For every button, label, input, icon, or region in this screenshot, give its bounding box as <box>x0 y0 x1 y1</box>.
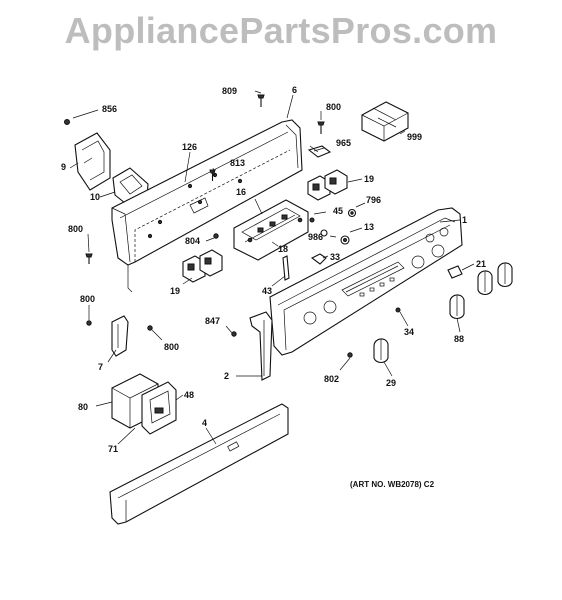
part-29-knob[interactable] <box>373 338 389 364</box>
part-986-spacer[interactable] <box>320 229 328 237</box>
screw-800-lower[interactable] <box>86 320 92 326</box>
callout-1: 1 <box>462 215 467 225</box>
callout-847: 847 <box>205 316 220 326</box>
part-6-backguard[interactable] <box>111 119 303 293</box>
art-number-note: (ART NO. WB2078) C2 <box>350 480 435 489</box>
callout-804: 804 <box>185 236 200 246</box>
part-7-bracket[interactable] <box>111 315 129 357</box>
screw-800-top[interactable] <box>317 121 325 134</box>
callout-19-lower: 19 <box>170 286 180 296</box>
callout-800-top: 800 <box>326 102 341 112</box>
callout-80: 80 <box>78 402 88 412</box>
screw-34[interactable] <box>395 307 401 313</box>
callout-88: 88 <box>454 334 464 344</box>
screw-800-left[interactable] <box>85 253 93 264</box>
watermark: AppliancePartsPros.com <box>64 10 498 51</box>
callout-45: 45 <box>333 206 343 216</box>
callout-19-upper: 19 <box>364 174 374 184</box>
callout-800-left: 800 <box>68 224 83 234</box>
screw-847[interactable] <box>231 331 237 337</box>
callout-986: 986 <box>308 232 323 242</box>
callout-29: 29 <box>386 378 396 388</box>
part-9-side-bracket[interactable] <box>74 132 111 191</box>
screw-800-right[interactable] <box>147 325 153 331</box>
callout-796: 796 <box>366 195 381 205</box>
leader-lines <box>69 90 475 445</box>
callout-18: 18 <box>278 244 288 254</box>
callout-10: 10 <box>90 192 100 202</box>
part-4-trim[interactable] <box>109 403 289 525</box>
part-2-bracket[interactable] <box>249 311 273 381</box>
screw-856[interactable] <box>64 119 70 125</box>
part-19-switch-lower[interactable] <box>182 249 223 283</box>
callout-21: 21 <box>476 259 486 269</box>
callout-965: 965 <box>336 138 351 148</box>
callout-13: 13 <box>364 222 374 232</box>
part-88-knob[interactable] <box>449 294 465 320</box>
part-48-bracket[interactable] <box>141 381 177 435</box>
callout-813: 813 <box>230 158 245 168</box>
part-16-control-board[interactable] <box>233 199 309 261</box>
callout-7: 7 <box>98 362 103 372</box>
callout-800-lower: 800 <box>80 294 95 304</box>
screw-809[interactable] <box>257 94 265 107</box>
part-33-insert[interactable] <box>310 253 327 265</box>
callout-2: 2 <box>224 371 229 381</box>
part-19-switch-upper[interactable] <box>307 169 348 201</box>
callout-856: 856 <box>102 104 117 114</box>
callout-6: 6 <box>292 85 297 95</box>
part-13-nut[interactable] <box>340 235 350 245</box>
callout-71: 71 <box>108 444 118 454</box>
callout-16: 16 <box>236 187 246 197</box>
callout-4: 4 <box>202 418 207 428</box>
callout-126: 126 <box>182 142 197 152</box>
part-45-nut[interactable] <box>309 217 315 223</box>
part-999-box[interactable] <box>361 101 409 142</box>
callout-809: 809 <box>222 86 237 96</box>
callout-48: 48 <box>184 390 194 400</box>
callout-999: 999 <box>407 132 422 142</box>
callout-9: 9 <box>61 162 66 172</box>
callout-33: 33 <box>330 252 340 262</box>
screw-802[interactable] <box>347 352 353 358</box>
part-43-spacer[interactable] <box>282 255 290 281</box>
callout-800-right: 800 <box>164 342 179 352</box>
callout-802: 802 <box>324 374 339 384</box>
callout-34: 34 <box>404 327 414 337</box>
callout-43: 43 <box>262 286 272 296</box>
part-21-knobs[interactable] <box>447 262 513 296</box>
screw-796[interactable] <box>347 208 357 218</box>
screw-804[interactable] <box>213 233 219 239</box>
